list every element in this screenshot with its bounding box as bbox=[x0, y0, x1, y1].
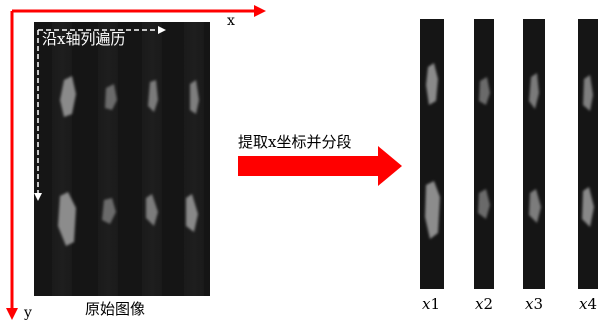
strip-x2 bbox=[474, 19, 494, 289]
strip-label-x2-index: 2 bbox=[483, 295, 494, 313]
blob-top-2 bbox=[105, 84, 117, 110]
strip-x3 bbox=[523, 19, 545, 289]
strip-x2-content bbox=[478, 77, 490, 219]
strip-x4 bbox=[578, 19, 598, 289]
blob-top-1 bbox=[60, 76, 76, 117]
original-image-caption: 原始图像 bbox=[85, 300, 146, 318]
strip-label-x3-var: x bbox=[525, 295, 534, 313]
strip-x1-content bbox=[425, 63, 440, 239]
strip-label-x4: x4 bbox=[579, 297, 597, 312]
strip-x3-content bbox=[529, 73, 541, 223]
strip-label-x1-index: 1 bbox=[430, 295, 441, 313]
strip-label-x1: x1 bbox=[422, 297, 440, 312]
original-image bbox=[34, 22, 210, 296]
strip-label-x3: x3 bbox=[525, 297, 543, 312]
strip-label-x1-var: x bbox=[422, 295, 431, 313]
strip-label-x4-var: x bbox=[579, 295, 588, 313]
strip-label-x4-index: 4 bbox=[587, 295, 598, 313]
blob-top-4 bbox=[190, 80, 199, 114]
strip-x1 bbox=[420, 19, 444, 289]
blob-bot-4 bbox=[186, 194, 198, 232]
blob-bot-1 bbox=[58, 192, 76, 246]
strip-label-x3-index: 3 bbox=[533, 295, 544, 313]
strip-label-x2-var: x bbox=[475, 295, 484, 313]
blob-top-3 bbox=[148, 80, 158, 112]
process-label: 提取x坐标并分段 bbox=[238, 133, 352, 151]
strip-label-x2: x2 bbox=[475, 297, 493, 312]
x-axis-label: x bbox=[227, 13, 235, 29]
blob-bot-2 bbox=[102, 198, 116, 224]
blob-bot-3 bbox=[146, 194, 158, 226]
y-axis-label: y bbox=[24, 305, 32, 321]
scan-direction-label: 沿x轴列遍历 bbox=[42, 30, 126, 48]
original-image-content bbox=[52, 22, 204, 296]
strip-x4-content bbox=[582, 75, 594, 227]
